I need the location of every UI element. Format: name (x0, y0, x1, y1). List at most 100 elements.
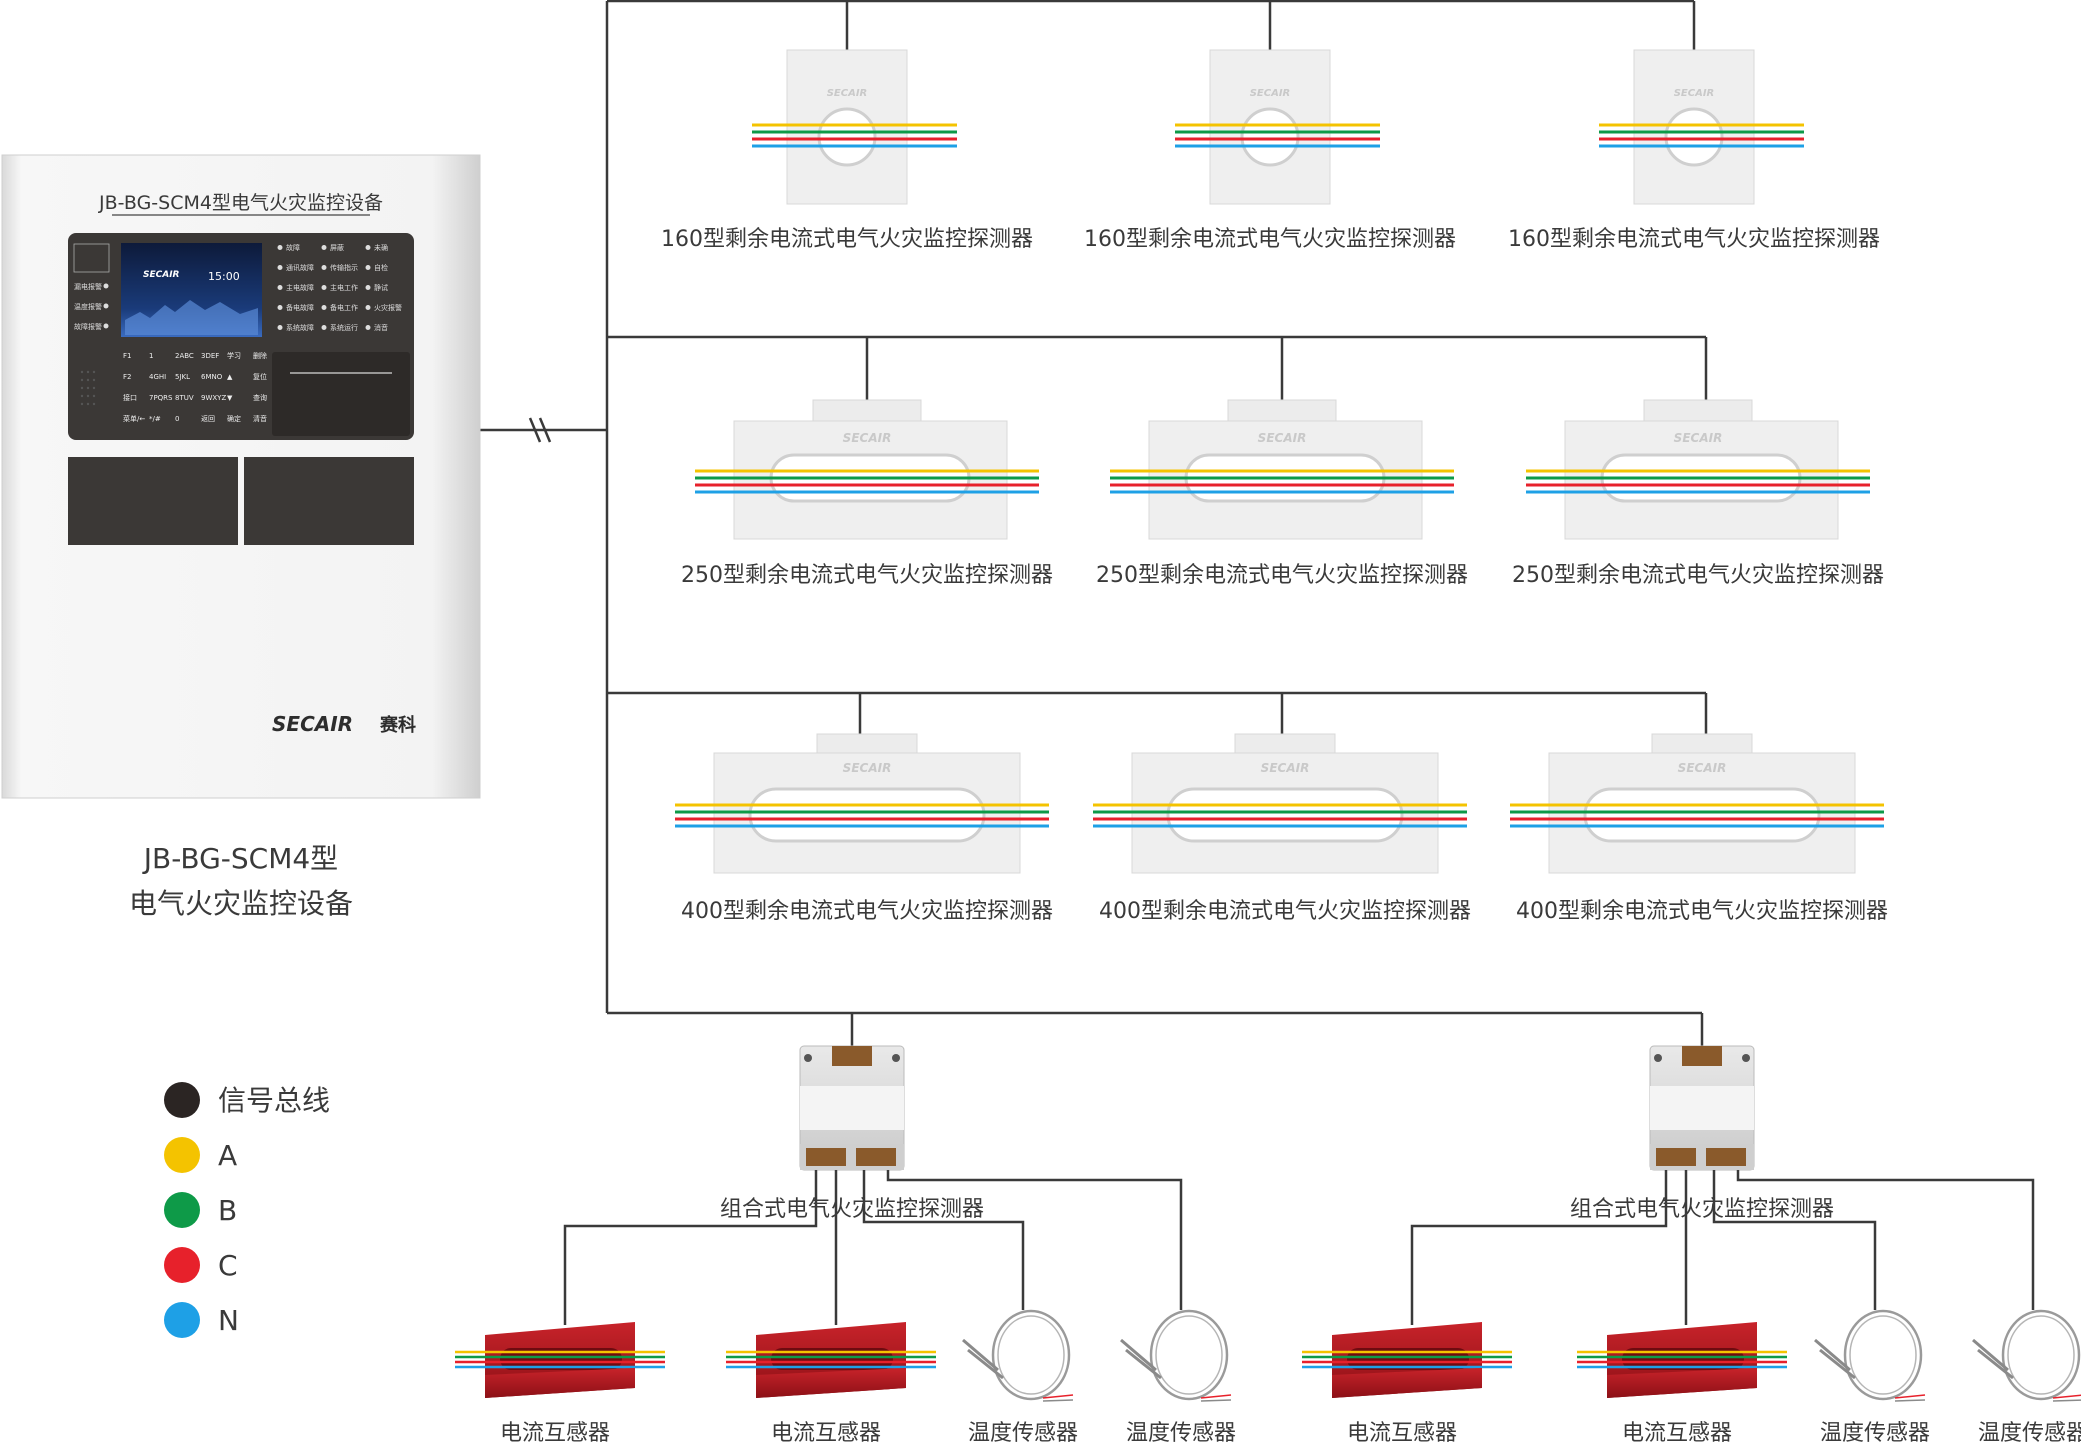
combo-detector-label: 组合式电气火灾监控探测器 (720, 1197, 984, 1222)
keypad-key[interactable]: 查询 (253, 393, 267, 402)
status-label: 备电故障 (286, 303, 314, 312)
keypad-key[interactable]: 1 (149, 352, 153, 360)
sensor-label: 电流互感器 (1347, 1421, 1457, 1445)
current-transformer: 电流互感器 (1302, 1322, 1512, 1445)
status-label: 主电故障 (286, 283, 314, 292)
keypad-key[interactable]: F1 (123, 352, 131, 360)
keypad-key[interactable]: 学习 (227, 351, 241, 360)
status-label: 备电工作 (330, 303, 358, 312)
legend-label: B (218, 1194, 237, 1227)
indicator-label: 故障报警 (74, 322, 102, 331)
status-led (321, 285, 327, 290)
status-led (321, 325, 327, 330)
device-brand: SECAIR (1261, 761, 1310, 775)
temperature-sensor: 温度传感器 (1814, 1309, 1930, 1445)
device-brand: SECAIR (1250, 88, 1291, 99)
detector-250-label: 250型剩余电流式电气火灾监控探测器 (1512, 563, 1884, 588)
keypad-key[interactable]: 返回 (201, 415, 215, 423)
legend-swatch (164, 1137, 200, 1173)
keypad-key[interactable]: 0 (175, 415, 179, 423)
status-led (365, 285, 371, 290)
sensor-wiring (563, 1170, 1183, 1325)
keypad-key[interactable]: 2ABC (175, 352, 194, 360)
keypad-key[interactable]: 接口 (123, 393, 137, 402)
sensor-label: 温度传感器 (1820, 1421, 1930, 1445)
screen-brand: SECAIR (143, 270, 180, 280)
temperature-sensor: 温度传感器 (1972, 1309, 2081, 1445)
keypad-key[interactable]: 清音 (253, 414, 267, 423)
screen-time: 15:00 (208, 270, 240, 283)
keypad-key[interactable]: ▼ (227, 394, 233, 402)
legend-swatch (164, 1247, 200, 1283)
keypad-key[interactable]: */# (149, 415, 161, 423)
panel-caption-line2: 电气火灾监控设备 (129, 887, 353, 920)
status-led (365, 325, 371, 330)
status-label: 未确 (374, 243, 388, 252)
bus-break-mark (528, 417, 542, 443)
keypad-key[interactable]: 4GHI (149, 373, 166, 381)
detector-250-label: 250型剩余电流式电气火灾监控探测器 (681, 563, 1053, 588)
status-label: 传输指示 (330, 263, 358, 272)
status-led (277, 285, 283, 290)
status-label: 主电工作 (330, 283, 358, 292)
indicator-label: 温度报警 (74, 302, 102, 311)
legend-swatch (164, 1302, 200, 1338)
signal-bus (480, 0, 1708, 1046)
current-transformer: 电流互感器 (1577, 1322, 1787, 1445)
panel-caption-line1: JB-BG-SCM4型 (142, 842, 338, 875)
device-brand: SECAIR (843, 761, 892, 775)
temperature-sensor: 温度传感器 (962, 1309, 1078, 1445)
keypad-key[interactable]: F2 (123, 373, 131, 381)
panel-brand-logo: SECAIR (272, 712, 353, 736)
keypad-key[interactable]: 5JKL (175, 373, 190, 381)
panel-blank-left (68, 457, 238, 545)
combo-detector: 组合式电气火灾监控探测器电流互感器电流互感器温度传感器温度传感器 (455, 1045, 1236, 1445)
temperature-sensor: 温度传感器 (1120, 1309, 1236, 1445)
status-led (365, 245, 371, 250)
keypad-key[interactable]: 7PQRS (149, 394, 173, 402)
sensor-label: 电流互感器 (771, 1421, 881, 1445)
keypad-key[interactable]: 复位 (253, 372, 267, 381)
indicator-led (103, 323, 109, 329)
status-led (277, 305, 283, 310)
sensor-label: 电流互感器 (1622, 1421, 1732, 1445)
keypad-key[interactable]: 9WXYZ (201, 394, 226, 402)
legend-swatch (164, 1082, 200, 1118)
keypad-key[interactable]: 确定 (227, 414, 241, 423)
legend-label: 信号总线 (218, 1084, 330, 1117)
status-led (365, 305, 371, 310)
detector-400-label: 400型剩余电流式电气火灾监控探测器 (1516, 899, 1888, 924)
status-led (277, 265, 283, 270)
indicator-led (103, 283, 109, 289)
keypad-key[interactable]: 8TUV (175, 394, 194, 402)
sensor-label: 电流互感器 (500, 1421, 610, 1445)
keypad-key[interactable]: 菜单/← (123, 414, 145, 423)
keypad-key[interactable]: 3DEF (201, 352, 219, 360)
status-led (277, 245, 283, 250)
device-brand: SECAIR (1258, 431, 1307, 445)
current-transformer: 电流互感器 (726, 1322, 936, 1445)
device-brand: SECAIR (827, 88, 868, 99)
detector-250: SECAIR 250型剩余电流式电气火灾监控探测器 (681, 399, 1053, 588)
combo-detector: 组合式电气火灾监控探测器电流互感器电流互感器温度传感器温度传感器 (1302, 1045, 2081, 1445)
indicator-label: 漏电报警 (74, 282, 102, 291)
printer-slot (272, 352, 410, 436)
device-brand: SECAIR (843, 431, 892, 445)
panel-blank-right (244, 457, 414, 545)
keypad-key[interactable]: 删除 (253, 351, 267, 360)
panel-brand-cn: 赛科 (379, 714, 416, 736)
keypad-key[interactable]: 6MNO (201, 373, 223, 381)
sensor-label: 温度传感器 (1126, 1421, 1236, 1445)
status-label: 系统运行 (330, 323, 358, 332)
indicator-led (103, 303, 109, 309)
keypad-key[interactable]: ▲ (227, 373, 233, 381)
